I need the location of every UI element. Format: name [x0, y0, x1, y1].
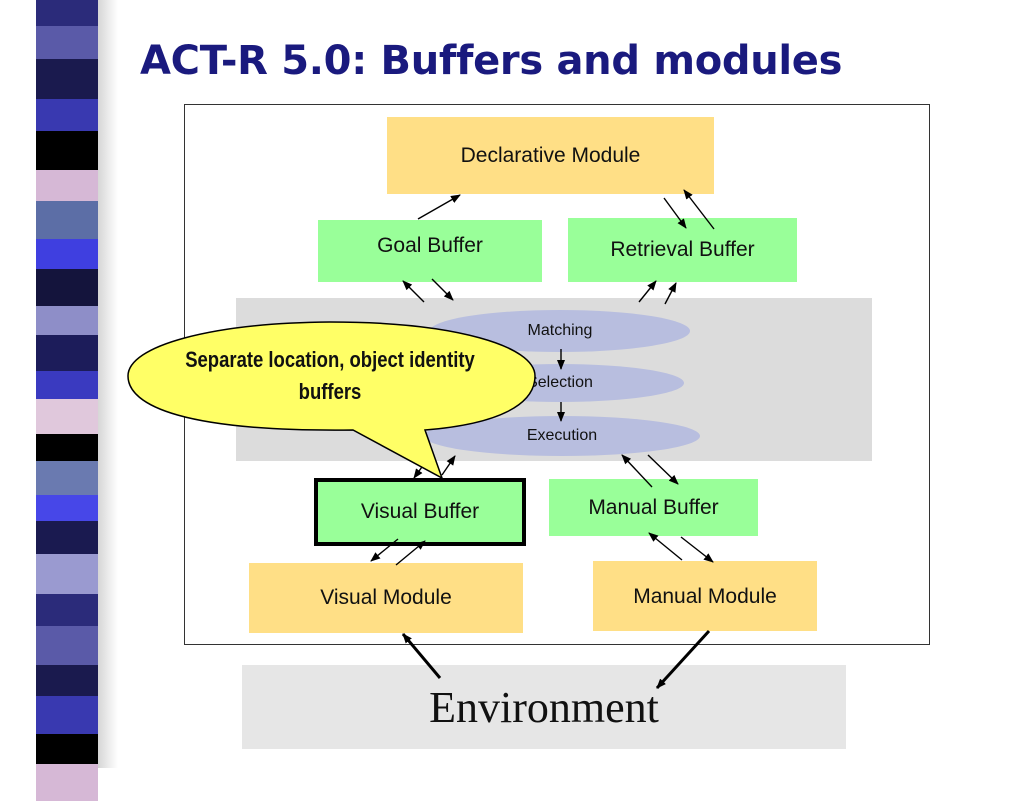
callout-bubble: [127, 321, 536, 480]
callout-text: Separate location, object identity buffe…: [185, 347, 475, 404]
environment-box: Environment: [242, 665, 846, 749]
manual-module-to-buffer-arrow: [648, 532, 683, 561]
decorative-stripe: [36, 59, 98, 99]
decorative-stripe: [36, 764, 98, 801]
visual-buffer-to-module-arrow: [370, 538, 399, 562]
procedural-to-retrieval-arrow-1: [638, 280, 657, 303]
goal-to-procedural-arrow: [431, 278, 454, 301]
manual-buffer-to-module-arrow: [680, 536, 714, 563]
declarative-to-retrieval-arrow: [663, 197, 687, 229]
procedural-to-goal-arrow: [402, 280, 425, 303]
procedural-to-manual-buffer-arrow: [647, 454, 679, 485]
decorative-stripe: [36, 269, 98, 306]
visual-buffer-to-procedural-arrow: [441, 455, 456, 476]
procedural-to-retrieval-arrow-2: [664, 282, 677, 305]
decorative-stripe: [36, 239, 98, 269]
goal-to-declarative-arrow: [417, 194, 461, 220]
environment-to-visual-module-arrow: [401, 633, 442, 679]
decorative-stripe-bar: [36, 0, 98, 801]
decorative-stripe: [36, 696, 98, 734]
manual-module-to-environment-arrow: [655, 629, 711, 690]
decorative-stripe: [36, 0, 98, 26]
decorative-stripe: [36, 371, 98, 399]
decorative-stripe: [36, 306, 98, 335]
decorative-stripe: [36, 594, 98, 626]
decorative-stripe: [36, 434, 98, 461]
decorative-stripe: [36, 665, 98, 696]
decorative-stripe: [36, 201, 98, 239]
manual-module-box: Manual Module: [593, 561, 817, 631]
decorative-stripe: [36, 170, 98, 201]
decorative-stripe: [36, 626, 98, 665]
decorative-stripe: [36, 399, 98, 434]
stripe-shadow: [98, 0, 118, 768]
decorative-stripe: [36, 495, 98, 521]
retrieval-to-declarative-arrow: [683, 189, 715, 230]
decorative-stripe: [36, 131, 98, 170]
slide-title: ACT-R 5.0: Buffers and modules: [140, 38, 843, 84]
diagram-connectors: [127, 189, 715, 690]
declarative-module-box: Declarative Module: [387, 117, 714, 194]
goal-buffer-box: Goal Buffer: [318, 220, 542, 282]
decorative-stripe: [36, 461, 98, 495]
manual-buffer-box: Manual Buffer: [549, 479, 758, 536]
decorative-stripe: [36, 521, 98, 554]
visual-module-to-buffer-arrow: [395, 540, 426, 566]
manual-buffer-to-procedural-arrow: [621, 454, 653, 488]
visual-module-box: Visual Module: [249, 563, 523, 633]
decorative-stripe: [36, 26, 98, 59]
decorative-stripe: [36, 734, 98, 764]
decorative-stripe: [36, 99, 98, 131]
decorative-stripe: [36, 335, 98, 371]
decorative-stripe: [36, 554, 98, 594]
